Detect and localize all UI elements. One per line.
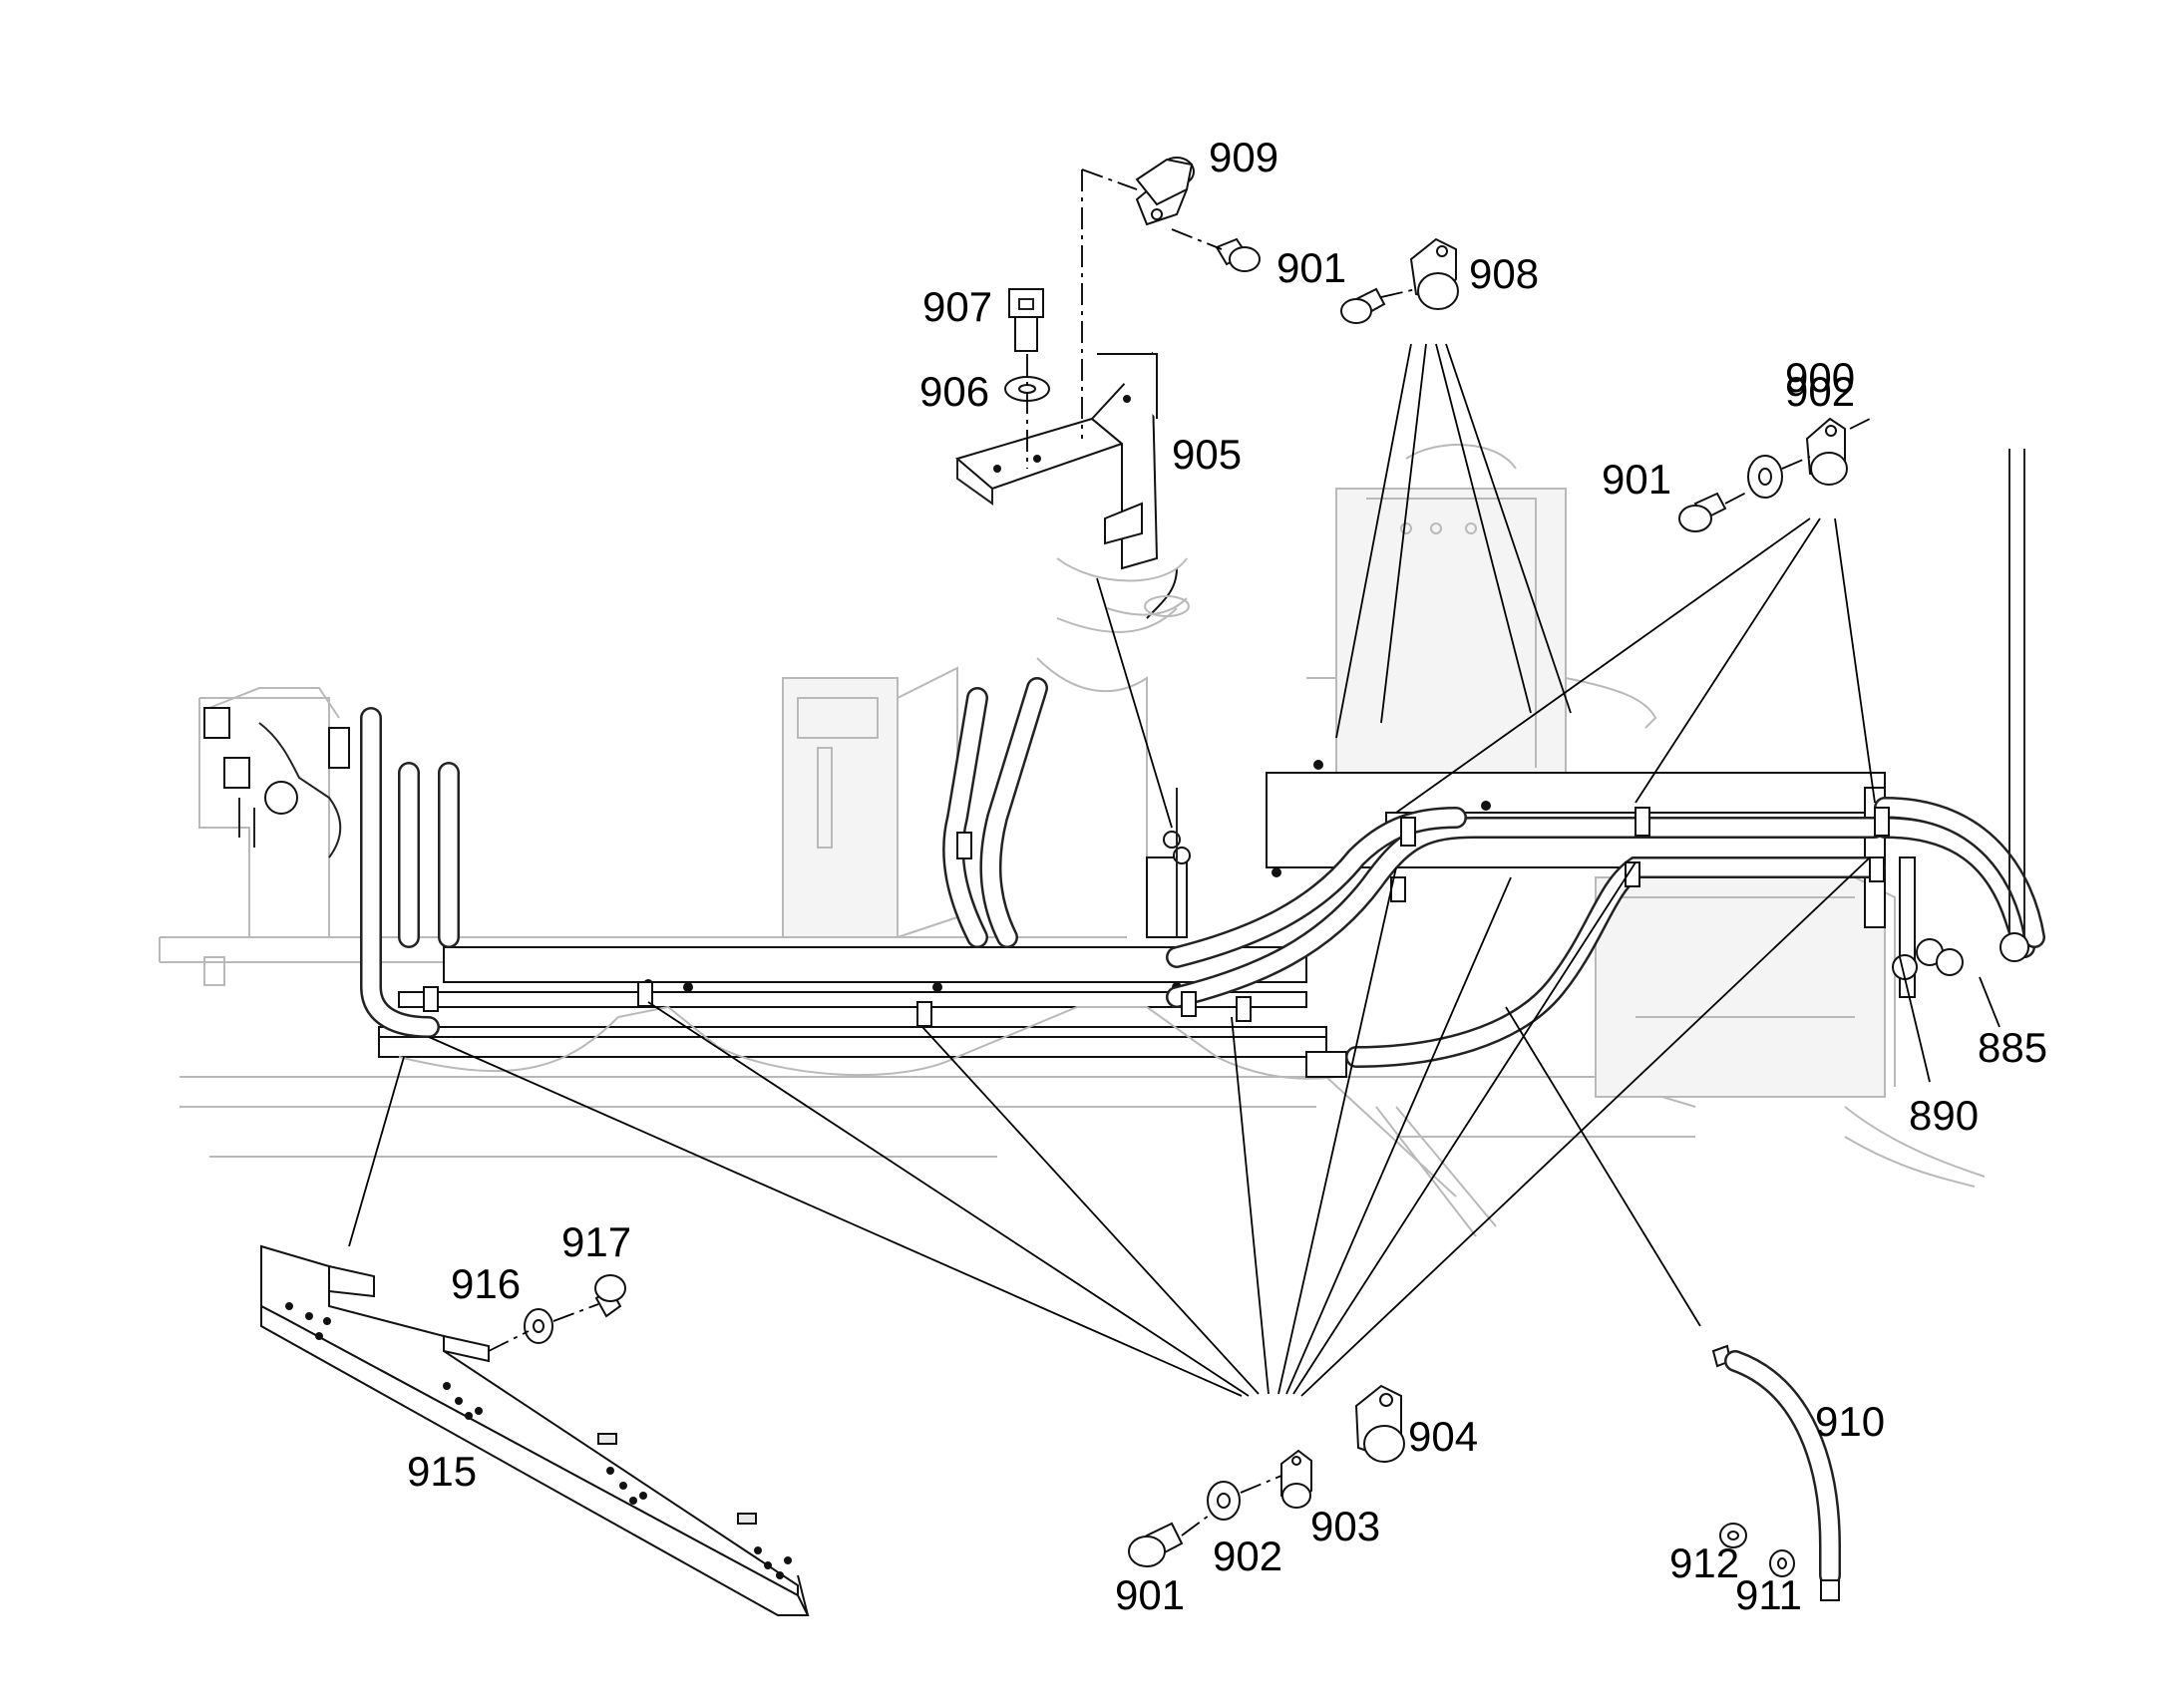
centerline-901-903 xyxy=(1181,1475,1282,1537)
callout-890: 890 xyxy=(1909,1092,1979,1139)
centerline-909-901 xyxy=(1081,169,1223,250)
callout-902-lower: 902 xyxy=(1213,1533,1282,1579)
callout-885: 885 xyxy=(1978,1024,2047,1071)
part-917-bolt xyxy=(594,1274,626,1318)
callout-915: 915 xyxy=(407,1448,477,1495)
part-916-washer xyxy=(524,1308,553,1344)
tower-clamp-area xyxy=(1056,557,1191,937)
part-901-screw-bottom xyxy=(1128,1522,1184,1567)
left-valve-assembly xyxy=(203,707,350,858)
part-912-nut xyxy=(1719,1523,1747,1548)
centerline-915 xyxy=(488,1303,599,1352)
callout-912: 912 xyxy=(1669,1539,1739,1586)
callout-906: 906 xyxy=(919,368,989,415)
callout-902-upper: 902 xyxy=(1785,368,1855,415)
callout-917: 917 xyxy=(561,1218,631,1265)
part-909-clamp xyxy=(1135,157,1195,226)
callout-911: 911 xyxy=(1735,1571,1802,1618)
callout-908: 908 xyxy=(1469,250,1539,297)
centerline-900 xyxy=(1724,418,1871,505)
callout-909: 909 xyxy=(1209,134,1278,180)
callout-916: 916 xyxy=(451,1260,521,1307)
part-907-bolt xyxy=(1008,288,1044,352)
callout-901-upper: 901 xyxy=(1276,244,1346,291)
callout-900: 900 xyxy=(1785,354,1855,401)
part-902-washer-top xyxy=(1747,455,1783,499)
centerline-901-908 xyxy=(1380,288,1417,298)
part-908-clamp xyxy=(1409,237,1459,310)
part-901-screw-top xyxy=(1215,237,1261,272)
part-900-clamp xyxy=(1805,417,1848,486)
leader-lines xyxy=(348,343,2000,1397)
part-904-clamp xyxy=(1354,1384,1405,1463)
callout-903: 903 xyxy=(1310,1503,1380,1549)
callout-904: 904 xyxy=(1408,1413,1478,1460)
callout-901-right: 901 xyxy=(1602,456,1671,503)
part-901-screw-908 xyxy=(1340,287,1386,324)
part-901-screw-900 xyxy=(1678,492,1727,532)
part-902-washer-bottom xyxy=(1207,1481,1241,1521)
part-905-bracket xyxy=(954,351,1159,570)
part-903-clamp xyxy=(1280,1449,1312,1509)
callout-labels: 909 901 908 907 906 905 902 901 900 885 … xyxy=(407,134,2047,1618)
part-915-bracket xyxy=(260,1244,810,1616)
callout-901-lower: 901 xyxy=(1115,1571,1185,1618)
callout-905: 905 xyxy=(1172,431,1242,478)
callout-910: 910 xyxy=(1815,1398,1885,1445)
background-frame xyxy=(159,444,1986,1237)
callout-907: 907 xyxy=(922,283,992,330)
part-915-holes xyxy=(285,1302,792,1579)
part-910-cable xyxy=(1711,1344,1841,1601)
part-911-washer xyxy=(1769,1549,1795,1577)
